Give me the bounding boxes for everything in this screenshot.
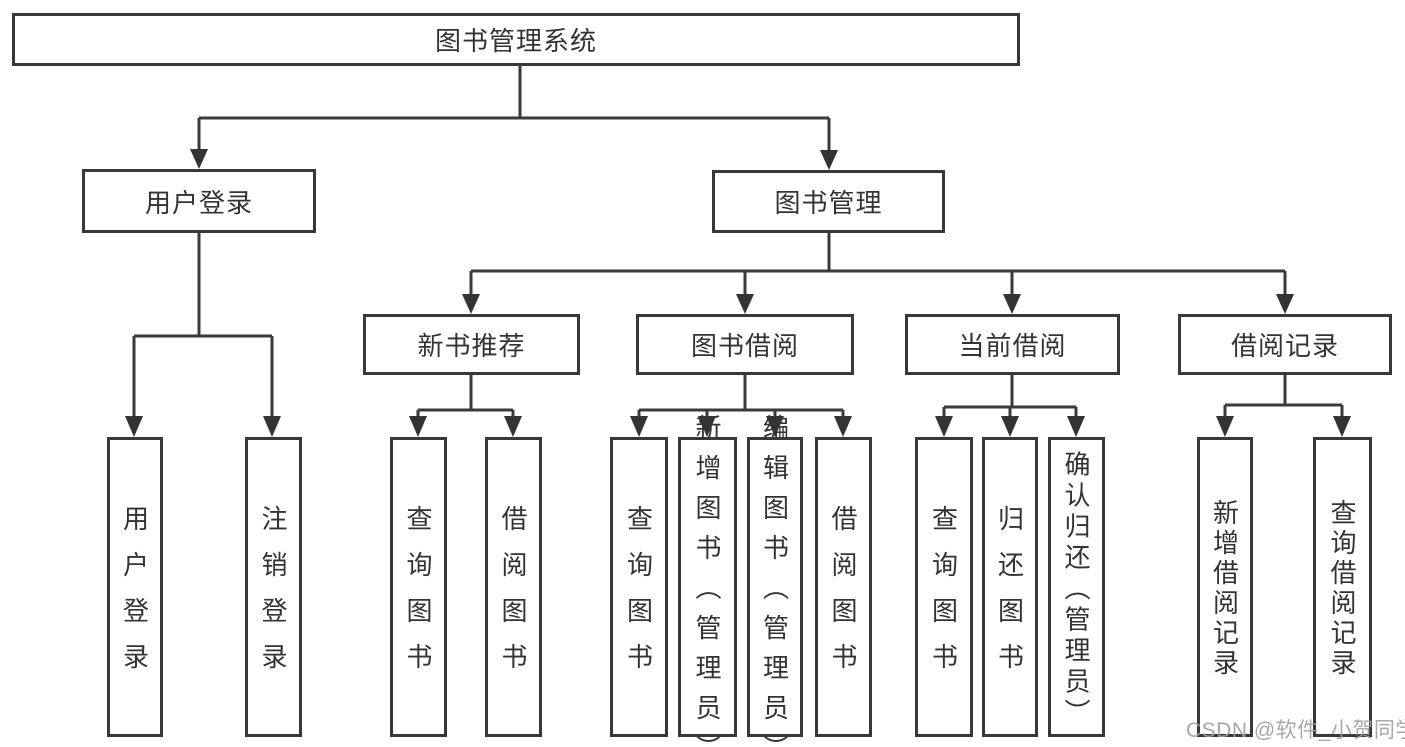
node-book-borrow: 图书借阅 bbox=[636, 314, 854, 375]
node-book-management: 图书管理 bbox=[712, 170, 945, 233]
connector-current-borrow-to-leaves bbox=[935, 375, 1085, 437]
leaf-borrow-books: 借阅图书 bbox=[815, 437, 872, 737]
leaf-label: 新增图书（管理员） bbox=[692, 414, 722, 747]
leaf-label: 查询图书 bbox=[928, 505, 959, 689]
node-label: 图书管理 bbox=[774, 188, 883, 218]
leaf-query-books-current: 查询图书 bbox=[915, 437, 973, 737]
node-system-root: 图书管理系统 bbox=[12, 13, 1020, 66]
leaf-user-login: 用户登录 bbox=[107, 437, 163, 737]
node-label: 当前借阅 bbox=[958, 331, 1067, 361]
leaf-label: 编辑图书（管理员） bbox=[759, 414, 790, 747]
node-current-borrow: 当前借阅 bbox=[905, 314, 1120, 375]
leaf-query-borrow-record: 查询借阅记录 bbox=[1313, 437, 1372, 737]
connector-book-mgmt-to-sections bbox=[462, 233, 1294, 314]
node-user-login: 用户登录 bbox=[82, 169, 316, 233]
leaf-borrow-books-recommend: 借阅图书 bbox=[485, 437, 542, 737]
leaf-label: 查询图书 bbox=[623, 505, 654, 689]
connector-root-to-branches bbox=[190, 66, 838, 170]
node-borrow-records: 借阅记录 bbox=[1178, 314, 1392, 375]
leaf-edit-books-admin: 编辑图书（管理员） bbox=[747, 414, 803, 747]
node-label: 新书推荐 bbox=[417, 331, 526, 361]
node-label: 图书借阅 bbox=[690, 331, 799, 361]
node-label: 用户登录 bbox=[144, 187, 253, 218]
connector-book-borrow-to-leaves bbox=[630, 375, 852, 437]
leaf-query-books-borrow: 查询图书 bbox=[610, 437, 668, 737]
csdn-watermark: CSDN @软件_小贺同学 bbox=[1186, 719, 1405, 742]
leaf-logout: 注销登录 bbox=[245, 437, 302, 737]
leaf-confirm-return-admin: 确认归还（管理员） bbox=[1048, 437, 1105, 737]
connector-user-login-to-leaves bbox=[125, 233, 281, 437]
leaf-label: 借阅图书 bbox=[828, 505, 858, 689]
node-label: 图书管理系统 bbox=[434, 26, 597, 56]
node-new-book-recommend: 新书推荐 bbox=[363, 314, 580, 375]
leaf-label: 查询借阅记录 bbox=[1327, 499, 1357, 679]
leaf-label: 归还图书 bbox=[994, 505, 1025, 689]
connector-new-books-to-leaves bbox=[409, 375, 522, 437]
leaf-add-books-admin: 新增图书（管理员） bbox=[678, 414, 737, 747]
connector-borrow-records-to-leaves bbox=[1216, 375, 1351, 437]
leaf-label: 借阅图书 bbox=[498, 505, 528, 689]
leaf-label: 注销登录 bbox=[258, 505, 288, 689]
node-label: 借阅记录 bbox=[1230, 331, 1339, 361]
leaf-return-books: 归还图书 bbox=[982, 437, 1038, 737]
leaf-add-borrow-record: 新增借阅记录 bbox=[1197, 437, 1253, 737]
leaf-query-books-recommend: 查询图书 bbox=[390, 437, 447, 737]
leaf-label: 新增借阅记录 bbox=[1209, 499, 1240, 679]
leaf-label: 确认归还（管理员） bbox=[1061, 450, 1091, 730]
leaf-label: 查询图书 bbox=[403, 505, 433, 689]
leaf-label: 用户登录 bbox=[119, 505, 150, 689]
